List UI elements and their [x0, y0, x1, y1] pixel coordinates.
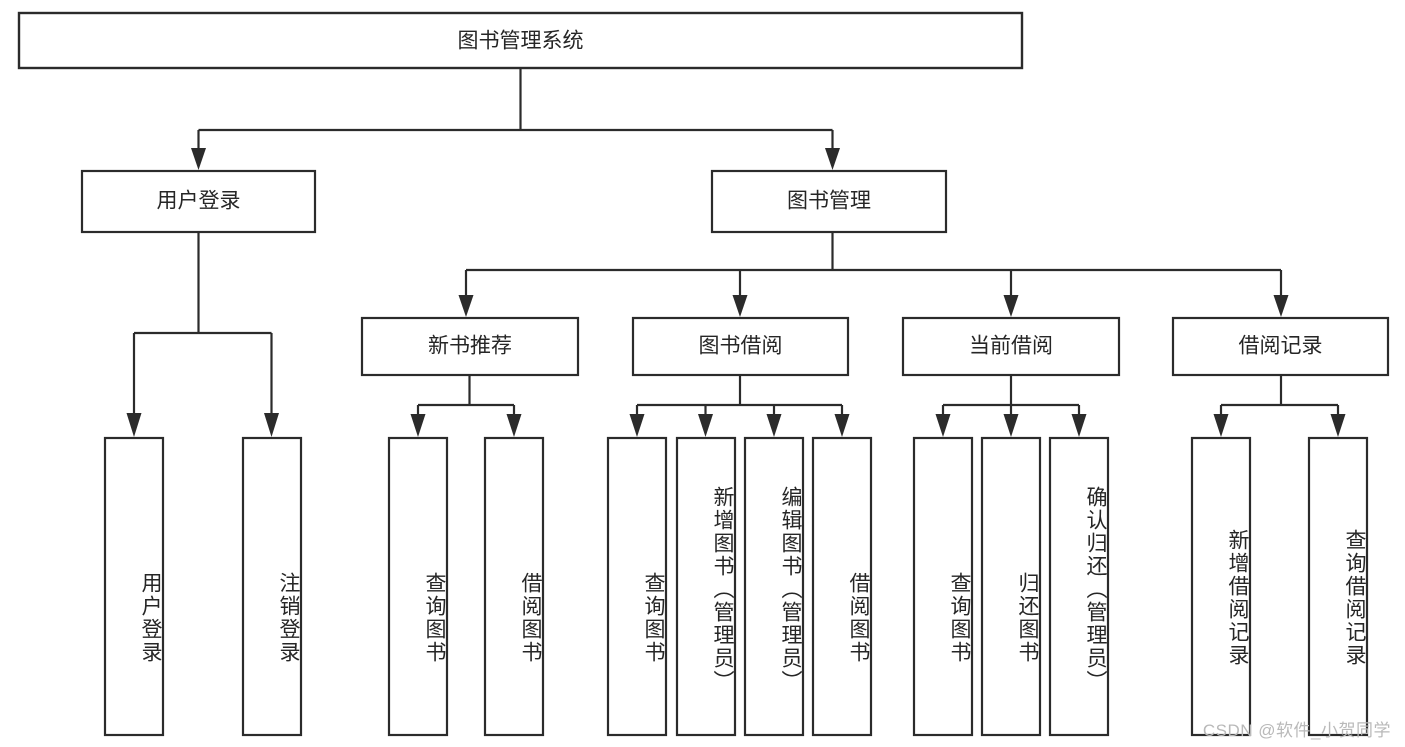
edge-group-new-book-recommend [410, 375, 522, 437]
edge-group-current-borrow [935, 375, 1087, 437]
arrow-head-user-login [191, 148, 206, 170]
arrow-head-new-book-recommend [458, 295, 474, 317]
arrow-head-book-manage [825, 148, 840, 170]
edge-group-user-login [126, 232, 279, 437]
node-current-borrow-box[interactable] [901, 316, 1121, 377]
node-user-login-label: 用户登录 [157, 190, 241, 213]
leaf-box-cb-query-book[interactable] [912, 436, 974, 737]
node-book-manage-label: 图书管理 [787, 190, 871, 213]
arrow-head-br-leaf-1 [1213, 414, 1229, 437]
arrow-head-br-leaf-2 [1330, 414, 1346, 437]
node-root-label: 图书管理系统 [458, 30, 584, 53]
node-current-borrow[interactable]: 当前借阅 [901, 316, 1121, 377]
edge-group-root [191, 68, 840, 170]
node-user-login[interactable]: 用户登录 [80, 169, 317, 234]
node-current-borrow-label: 当前借阅 [969, 335, 1053, 358]
leaf-box-nbr-borrow-book[interactable] [483, 436, 545, 737]
leaf-box-user-login[interactable] [103, 436, 165, 737]
leaf-box-bb-edit-book[interactable] [743, 436, 805, 737]
edge-group-book-borrow [629, 375, 850, 437]
arrow-head-leaf-logout [264, 413, 279, 437]
arrow-head-book-borrow [732, 295, 748, 317]
edge-group-borrow-record [1213, 375, 1346, 437]
leaf-box-logout[interactable] [241, 436, 303, 737]
leaf-box-br-query-record[interactable] [1307, 436, 1369, 737]
arrow-head-cb-leaf-3 [1071, 414, 1087, 437]
arrow-head-cb-leaf-2 [1003, 414, 1019, 437]
arrow-head-nbr-leaf-1 [410, 414, 426, 437]
leaf-box-bb-add-book[interactable] [675, 436, 737, 737]
node-user-login-box[interactable] [80, 169, 317, 234]
leaf-box-nbr-query-book[interactable] [387, 436, 449, 737]
arrow-head-nbr-leaf-2 [506, 414, 522, 437]
leaf-box-cb-return-book[interactable] [980, 436, 1042, 737]
arrow-head-bb-leaf-1 [629, 414, 645, 437]
node-book-manage-box[interactable] [710, 169, 948, 234]
arrow-head-bb-leaf-2 [698, 414, 713, 437]
leaf-box-cb-confirm-return[interactable] [1048, 436, 1110, 737]
node-borrow-record-box[interactable] [1171, 316, 1390, 377]
arrow-head-leaf-user-login [126, 413, 142, 437]
leaf-box-br-add-record[interactable] [1190, 436, 1252, 737]
node-book-manage[interactable]: 图书管理 [710, 169, 948, 234]
node-borrow-record[interactable]: 借阅记录 [1171, 316, 1390, 377]
node-new-book-recommend-label: 新书推荐 [428, 335, 512, 358]
arrow-head-cb-leaf-1 [935, 414, 951, 437]
leaf-box-bb-borrow-book[interactable] [811, 436, 873, 737]
edge-group-book-manage [458, 232, 1289, 317]
leaf-box-bb-query-book[interactable] [606, 436, 668, 737]
watermark-text: CSDN @软件_小贺同学 [1202, 721, 1391, 740]
node-new-book-recommend-box[interactable] [360, 316, 580, 377]
arrow-head-bb-leaf-3 [766, 414, 782, 437]
node-book-borrow[interactable]: 图书借阅 [631, 316, 850, 377]
arrow-head-bb-leaf-4 [834, 414, 850, 437]
node-borrow-record-label: 借阅记录 [1239, 335, 1323, 358]
arrow-head-borrow-record [1273, 295, 1289, 317]
arrow-head-current-borrow [1003, 295, 1019, 317]
node-new-book-recommend[interactable]: 新书推荐 [360, 316, 580, 377]
node-root[interactable]: 图书管理系统 [17, 11, 1024, 70]
node-book-borrow-label: 图书借阅 [699, 335, 783, 358]
node-book-borrow-box[interactable] [631, 316, 850, 377]
node-root-box[interactable] [17, 11, 1024, 70]
